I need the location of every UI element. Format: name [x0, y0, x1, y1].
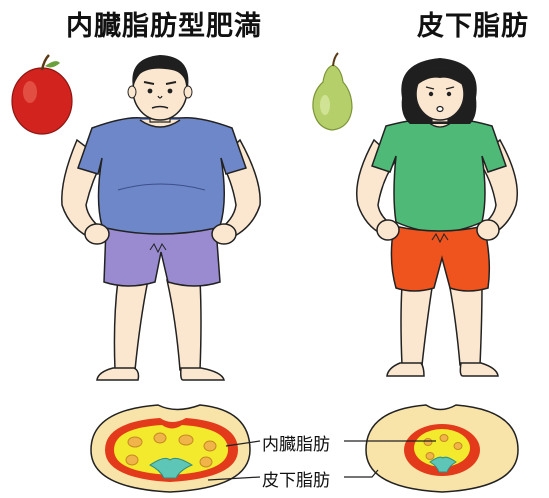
label-visceral-fat: 内臓脂肪 [262, 430, 330, 455]
man-figure [62, 55, 260, 380]
apple-icon [12, 55, 72, 134]
cross-section-subcutaneous [366, 405, 518, 492]
woman-figure [357, 58, 518, 376]
label-subcutaneous-fat: 皮下脂肪 [262, 466, 330, 491]
pear-icon [313, 53, 352, 130]
